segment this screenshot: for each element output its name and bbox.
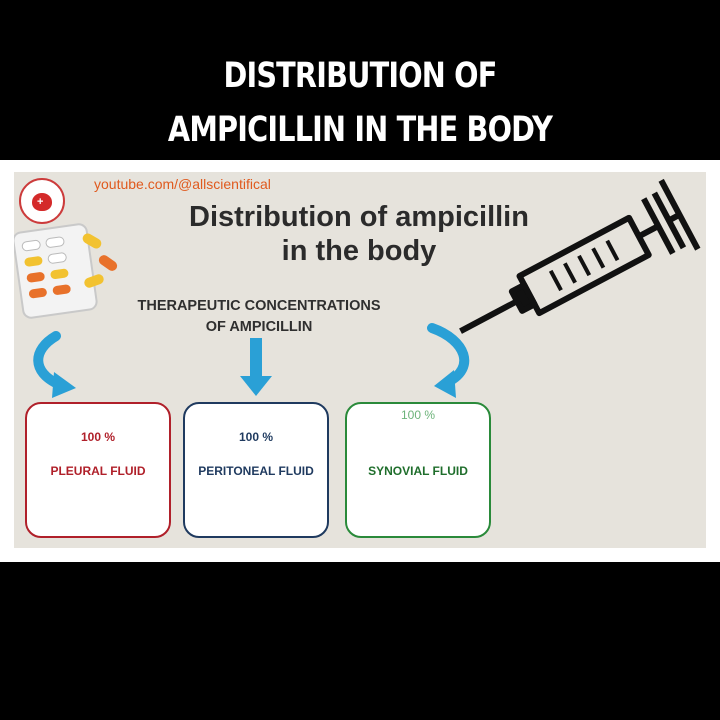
pills-icon <box>14 223 118 319</box>
synovial-fluid-box: 100 % SYNOVIAL FLUID <box>345 402 491 538</box>
slide-title-line-1: Distribution of ampicillin <box>189 201 529 233</box>
peritoneal-label: PERITONEAL FLUID <box>198 464 314 478</box>
header-title-line-1: DISTRIBUTION OF <box>223 56 497 96</box>
synovial-percent: 100 % <box>400 408 436 422</box>
channel-link[interactable]: youtube.com/@allscientifical <box>94 176 271 192</box>
down-arrow-icon <box>240 338 272 396</box>
slide-subtitle-line-2: OF AMPICILLIN <box>205 319 313 335</box>
peritoneal-percent: 100 % <box>238 430 274 444</box>
syringe-icon <box>459 178 701 334</box>
header-title-line-2: AMPICILLIN IN THE BODY <box>167 110 553 150</box>
slide: + youtube.com/@allscientifical <box>14 172 706 548</box>
slide-title-line-2: in the body <box>281 235 437 267</box>
slide-subtitle-line-1: THERAPEUTIC CONCENTRATIONS <box>137 298 381 314</box>
cross-icon: + <box>37 196 44 208</box>
logo-icon: + <box>19 178 65 224</box>
pleural-percent: 100 % <box>80 430 116 444</box>
slide-illustrations <box>14 178 701 398</box>
slide-subtitle: THERAPEUTIC CONCENTRATIONS OF AMPICILLIN <box>109 296 409 338</box>
curved-arrow-icon <box>33 331 76 398</box>
slide-title: Distribution of ampicillin in the body <box>149 200 569 268</box>
header-banner: DISTRIBUTION OF AMPICILLIN IN THE BODY <box>0 0 720 160</box>
footer-banner <box>0 562 720 720</box>
curved-arrow-icon <box>427 323 470 398</box>
synovial-label: SYNOVIAL FLUID <box>368 464 468 478</box>
heart-icon <box>32 193 52 211</box>
pleural-label: PLEURAL FLUID <box>50 464 146 478</box>
pleural-fluid-box: 100 % PLEURAL FLUID <box>25 402 171 538</box>
peritoneal-fluid-box: 100 % PERITONEAL FLUID <box>183 402 329 538</box>
